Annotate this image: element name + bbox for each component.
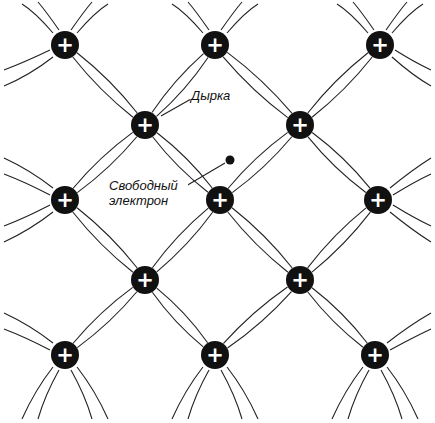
- callout-label: Дырка: [190, 88, 231, 103]
- ion-charge: +: [56, 35, 74, 56]
- ion-charge: +: [371, 35, 389, 56]
- ion-charge: +: [291, 270, 309, 291]
- bond-line: [152, 288, 207, 347]
- ion-circle: +: [364, 186, 392, 214]
- bond-line: [152, 208, 212, 272]
- bond-line: [308, 133, 370, 193]
- ion-circle: +: [51, 186, 79, 214]
- ion-circle: +: [131, 111, 159, 139]
- bond-line: [228, 208, 292, 272]
- bond-line: [73, 208, 137, 272]
- ion-circle: +: [286, 266, 314, 294]
- ion-charge: +: [366, 345, 384, 366]
- bond-line: [152, 54, 208, 117]
- ion-charge: +: [206, 345, 224, 366]
- bond-line: [228, 132, 292, 192]
- ion-circle: +: [361, 341, 389, 369]
- ion-circle: +: [201, 31, 229, 59]
- ion-circle: +: [131, 266, 159, 294]
- bond-line: [223, 52, 292, 117]
- ion-circle: +: [51, 341, 79, 369]
- bond-line: [73, 53, 137, 117]
- bond-line: [73, 287, 137, 347]
- ion-circle: +: [286, 111, 314, 139]
- ion-charge: +: [56, 190, 74, 211]
- ion-charge: +: [211, 190, 229, 211]
- callout-label: Свободный электрон: [108, 178, 188, 208]
- ion-charge: +: [56, 345, 74, 366]
- ion-circle: +: [206, 186, 234, 214]
- ion-charge: +: [136, 270, 154, 291]
- bond-line: [308, 288, 367, 347]
- bond-line: [308, 53, 372, 117]
- ion-charge: +: [369, 190, 387, 211]
- ion-circle: +: [366, 31, 394, 59]
- ion-circle: +: [51, 31, 79, 59]
- ion-circle: +: [201, 341, 229, 369]
- ion-charge: +: [291, 115, 309, 136]
- bond-line: [224, 287, 292, 348]
- ion-charge: +: [136, 115, 154, 136]
- bond-line: [308, 208, 371, 272]
- ion-charge: +: [206, 35, 224, 56]
